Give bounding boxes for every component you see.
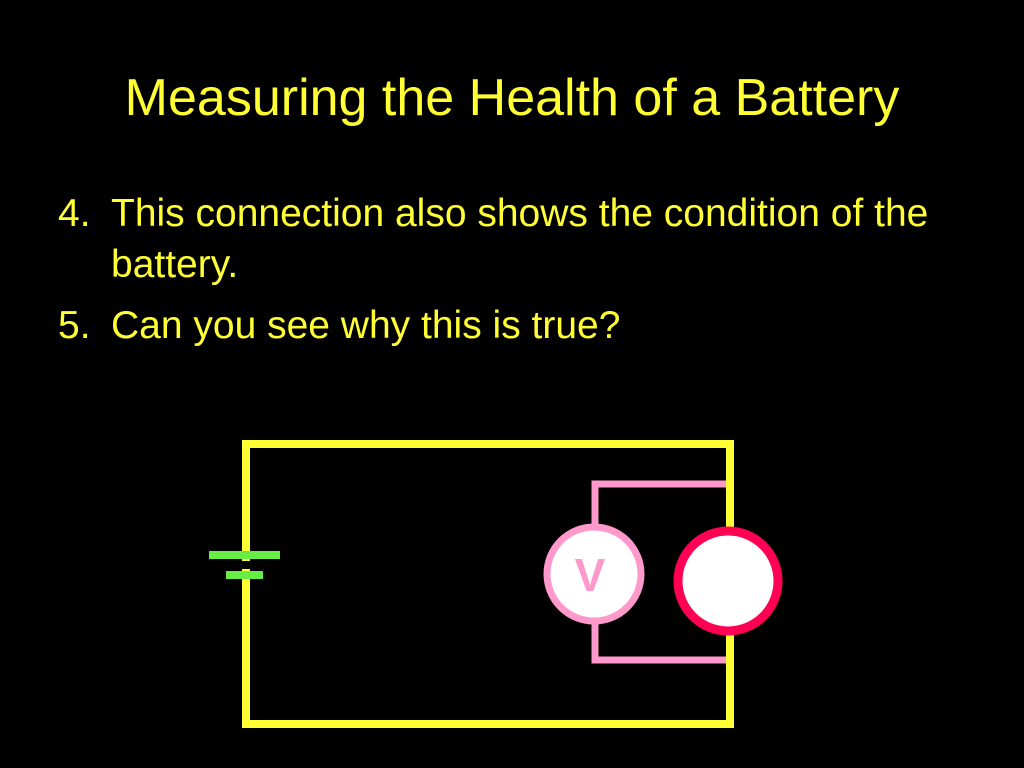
voltmeter-wire-bottom	[591, 622, 726, 664]
wire-top-left	[242, 440, 734, 561]
voltmeter-circle	[543, 523, 645, 625]
list-item: 4. This connection also shows the condit…	[58, 188, 978, 290]
voltmeter-wires	[591, 480, 726, 664]
wire-bottom-left	[242, 569, 734, 728]
voltmeter-label: V	[575, 549, 606, 601]
list-item: 5. Can you see why this is true?	[58, 300, 978, 351]
list-item-number: 5.	[58, 304, 91, 347]
bulb-circle	[673, 526, 783, 636]
battery-icon	[209, 551, 280, 579]
list-item-text: This connection also shows the condition…	[111, 192, 929, 286]
bulb-icon	[673, 526, 783, 636]
voltmeter-icon: V	[543, 523, 645, 625]
list-item-text: Can you see why this is true?	[111, 304, 621, 347]
main-circuit-wire	[242, 440, 734, 728]
voltmeter-wire-top	[591, 480, 726, 527]
slide-title: Measuring the Health of a Battery	[124, 69, 900, 127]
list-item-number: 4.	[58, 192, 91, 235]
point-list: 4. This connection also shows the condit…	[58, 188, 978, 361]
